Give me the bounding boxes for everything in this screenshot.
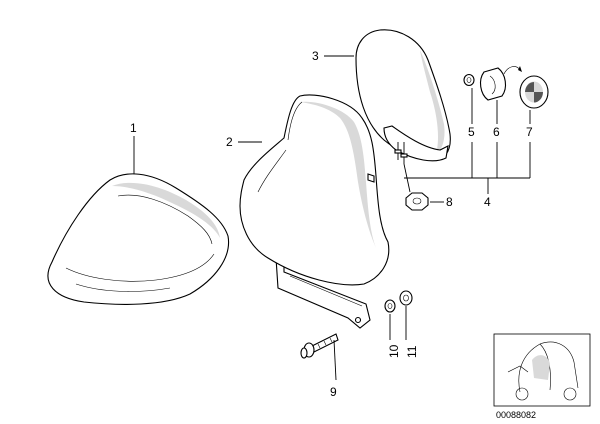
seat-cushion-part bbox=[47, 173, 230, 305]
headrest-part bbox=[355, 29, 451, 164]
callout-2: 2 bbox=[226, 135, 233, 149]
callout-11: 11 bbox=[405, 345, 419, 358]
vehicle-inset-thumbnail bbox=[493, 333, 591, 407]
washer-part-11 bbox=[399, 290, 413, 306]
leader-line-9 bbox=[333, 339, 337, 381]
callout-1: 1 bbox=[130, 121, 137, 135]
reference-number: 00088082 bbox=[496, 410, 536, 420]
backrest-part bbox=[239, 94, 390, 329]
callout-9: 9 bbox=[330, 385, 337, 399]
callout-10: 10 bbox=[387, 344, 401, 358]
leader-line-8a bbox=[403, 163, 411, 193]
callout-7: 7 bbox=[526, 125, 533, 139]
nut-part-5 bbox=[463, 73, 475, 87]
callout-6: 6 bbox=[493, 125, 500, 139]
emblem-part-7 bbox=[503, 66, 549, 109]
hex-nut-part-8 bbox=[405, 192, 429, 211]
washer-part-10 bbox=[384, 299, 396, 313]
callout-8: 8 bbox=[446, 195, 453, 209]
callout-4: 4 bbox=[484, 195, 491, 209]
callout-3: 3 bbox=[312, 49, 319, 63]
clip-ring-part-6 bbox=[479, 67, 507, 101]
group-bracket-4 bbox=[404, 142, 531, 194]
screw-part-9 bbox=[300, 333, 339, 359]
callout-5: 5 bbox=[468, 125, 475, 139]
